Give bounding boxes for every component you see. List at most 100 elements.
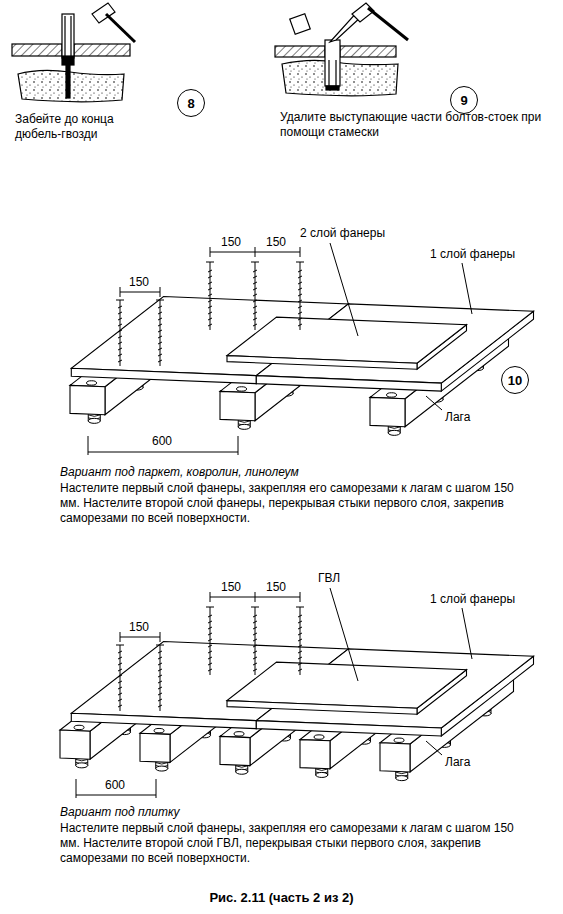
screw-head	[251, 262, 259, 263]
screw-thread	[118, 669, 122, 671]
panel-face	[380, 743, 410, 772]
screw-thread	[158, 705, 162, 707]
support-foot	[238, 424, 250, 429]
label-text: 150	[221, 235, 241, 249]
leader-line	[330, 243, 358, 336]
label-text: Удалите выступающие части болтов-стоек п…	[280, 110, 541, 139]
screw-thread	[158, 669, 162, 671]
screw-thread	[208, 627, 212, 629]
label-text: 150	[129, 275, 149, 289]
dimension-label: 2 слой фанеры	[300, 226, 385, 241]
dimension-line	[120, 637, 160, 638]
dimension-label: 150	[221, 235, 241, 250]
screw-thread	[253, 633, 257, 635]
screw-head	[251, 607, 259, 608]
screw-thread	[118, 675, 122, 677]
screw-thread	[208, 657, 212, 659]
screw-thread	[208, 663, 212, 665]
support-foot	[388, 430, 400, 435]
screw-head	[206, 607, 214, 608]
support-foot	[236, 769, 248, 774]
screw-thread	[118, 336, 122, 338]
label-text: 150	[221, 580, 241, 594]
dimension-line	[76, 795, 156, 796]
label-text: Лага	[445, 410, 470, 424]
dimension-tick	[300, 247, 301, 257]
lag-hole	[394, 738, 404, 742]
screw-thread	[253, 282, 257, 284]
screw-thread	[158, 687, 162, 689]
screw-thread	[208, 324, 212, 326]
lag-hole	[87, 381, 97, 385]
screw-thread	[253, 294, 257, 296]
lag-hole	[154, 728, 164, 732]
step-number: 9	[460, 93, 467, 108]
step-number: 8	[187, 96, 194, 111]
screw-thread	[298, 300, 302, 302]
screw-thread	[208, 639, 212, 641]
screw-thread	[208, 294, 212, 296]
screw-thread	[253, 645, 257, 647]
panel-face	[227, 701, 417, 715]
label-text: 1 слой фанеры	[430, 592, 515, 606]
dimension-tick	[120, 287, 121, 297]
screw-thread	[118, 699, 122, 701]
screw-thread	[253, 270, 257, 272]
screw-thread	[253, 663, 257, 665]
screw-thread	[208, 615, 212, 617]
label-text: ГВЛ	[318, 571, 340, 585]
instruction-text: Настелите первый слой фанеры, закрепляя …	[60, 481, 520, 526]
dimension-tick	[160, 287, 161, 297]
screw-thread	[208, 621, 212, 623]
floor-assembly-tile	[60, 642, 534, 781]
step-9-illustration	[275, 3, 408, 96]
panel-face	[256, 376, 441, 392]
floor-assembly-parquet	[70, 297, 534, 436]
screw-thread	[208, 312, 212, 314]
screw-thread	[158, 306, 162, 308]
screw-thread	[208, 306, 212, 308]
screw-thread	[208, 282, 212, 284]
screw-thread	[118, 348, 122, 350]
screw-thread	[298, 270, 302, 272]
screw-thread	[298, 615, 302, 617]
screw-thread	[158, 342, 162, 344]
screw-thread	[253, 669, 257, 671]
lag-hole	[234, 732, 244, 736]
screw-thread	[298, 282, 302, 284]
label-text: Вариант под паркет, ковролин, линолеум	[60, 465, 299, 479]
leader-line	[462, 263, 472, 314]
screw-thread	[253, 657, 257, 659]
screw-thread	[118, 651, 122, 653]
screw-thread	[298, 633, 302, 635]
screw-thread	[253, 318, 257, 320]
label-text: Лага	[445, 755, 470, 769]
support-foot	[396, 776, 408, 781]
panel-face	[220, 391, 255, 420]
screw-thread	[158, 330, 162, 332]
step-8-illustration	[12, 3, 135, 102]
screw	[120, 645, 121, 711]
screw-thread	[298, 318, 302, 320]
dimension-label: 150	[129, 620, 149, 635]
screw-thread	[298, 657, 302, 659]
screw-thread	[158, 651, 162, 653]
screw-thread	[253, 276, 257, 278]
screw-head	[296, 262, 304, 263]
screw	[120, 300, 121, 366]
lag-hole	[314, 735, 324, 739]
screw	[300, 607, 301, 675]
screw-thread	[298, 276, 302, 278]
panel-face	[220, 736, 250, 765]
panel-face	[300, 740, 330, 769]
figure-caption: Рис. 2.11 (часть 2 из 2)	[0, 890, 563, 905]
screw-thread	[118, 312, 122, 314]
screw-thread	[298, 324, 302, 326]
dimension-line	[88, 452, 238, 453]
screw-thread	[158, 336, 162, 338]
leader-line	[462, 608, 472, 659]
label-text: 150	[266, 580, 286, 594]
dimension-tick	[255, 592, 256, 602]
screw-thread	[118, 705, 122, 707]
